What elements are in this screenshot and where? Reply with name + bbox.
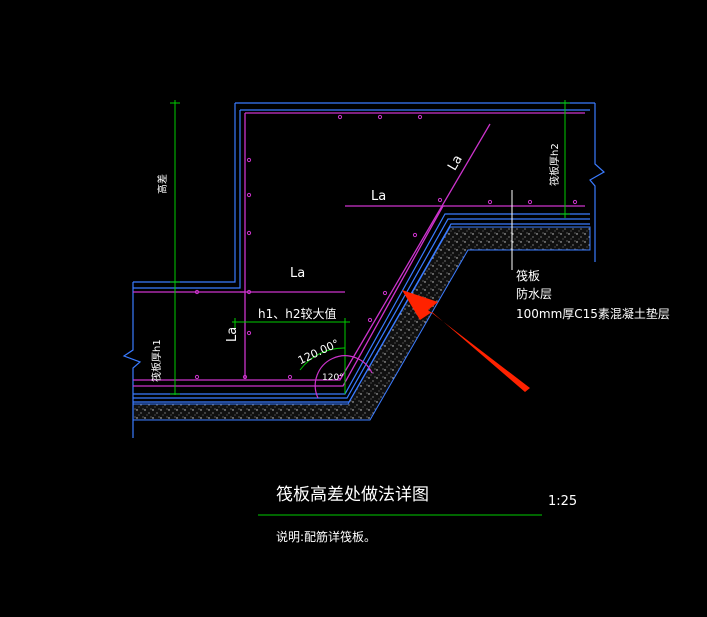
label-la-lower: La (290, 266, 305, 281)
label-angle-large: 120.00° (296, 337, 341, 367)
label-la-upper: La (371, 189, 386, 204)
rebar-dots (194, 114, 578, 380)
raft-outline (122, 102, 606, 438)
label-angle-small: 120° (322, 373, 344, 383)
label-raft-h1: 筏板厚h1 (150, 339, 163, 382)
rebar-lines (133, 112, 585, 387)
drawing-title: 筏板高差处做法详图 (276, 485, 429, 505)
label-height-diff: 高差 (156, 174, 169, 194)
angle-arc (314, 355, 373, 399)
drawing-scale: 1:25 (548, 494, 577, 509)
label-la-diagonal: La (445, 153, 466, 174)
dimension-lines (170, 100, 570, 516)
label-h1-h2: h1、h2较大值 (258, 306, 336, 321)
label-raft-h2: 筏板厚h2 (548, 143, 561, 186)
cushion-layer (132, 226, 591, 421)
label-layer-waterproof: 防水层 (516, 286, 552, 301)
drawing-note: 说明:配筋详筏板。 (276, 529, 376, 544)
label-layer-raft: 筏板 (516, 269, 540, 283)
red-arrow-icon (402, 290, 530, 392)
label-la-vertical: La (225, 327, 240, 342)
label-layer-cushion: 100mm厚C15素混凝土垫层 (516, 306, 670, 321)
